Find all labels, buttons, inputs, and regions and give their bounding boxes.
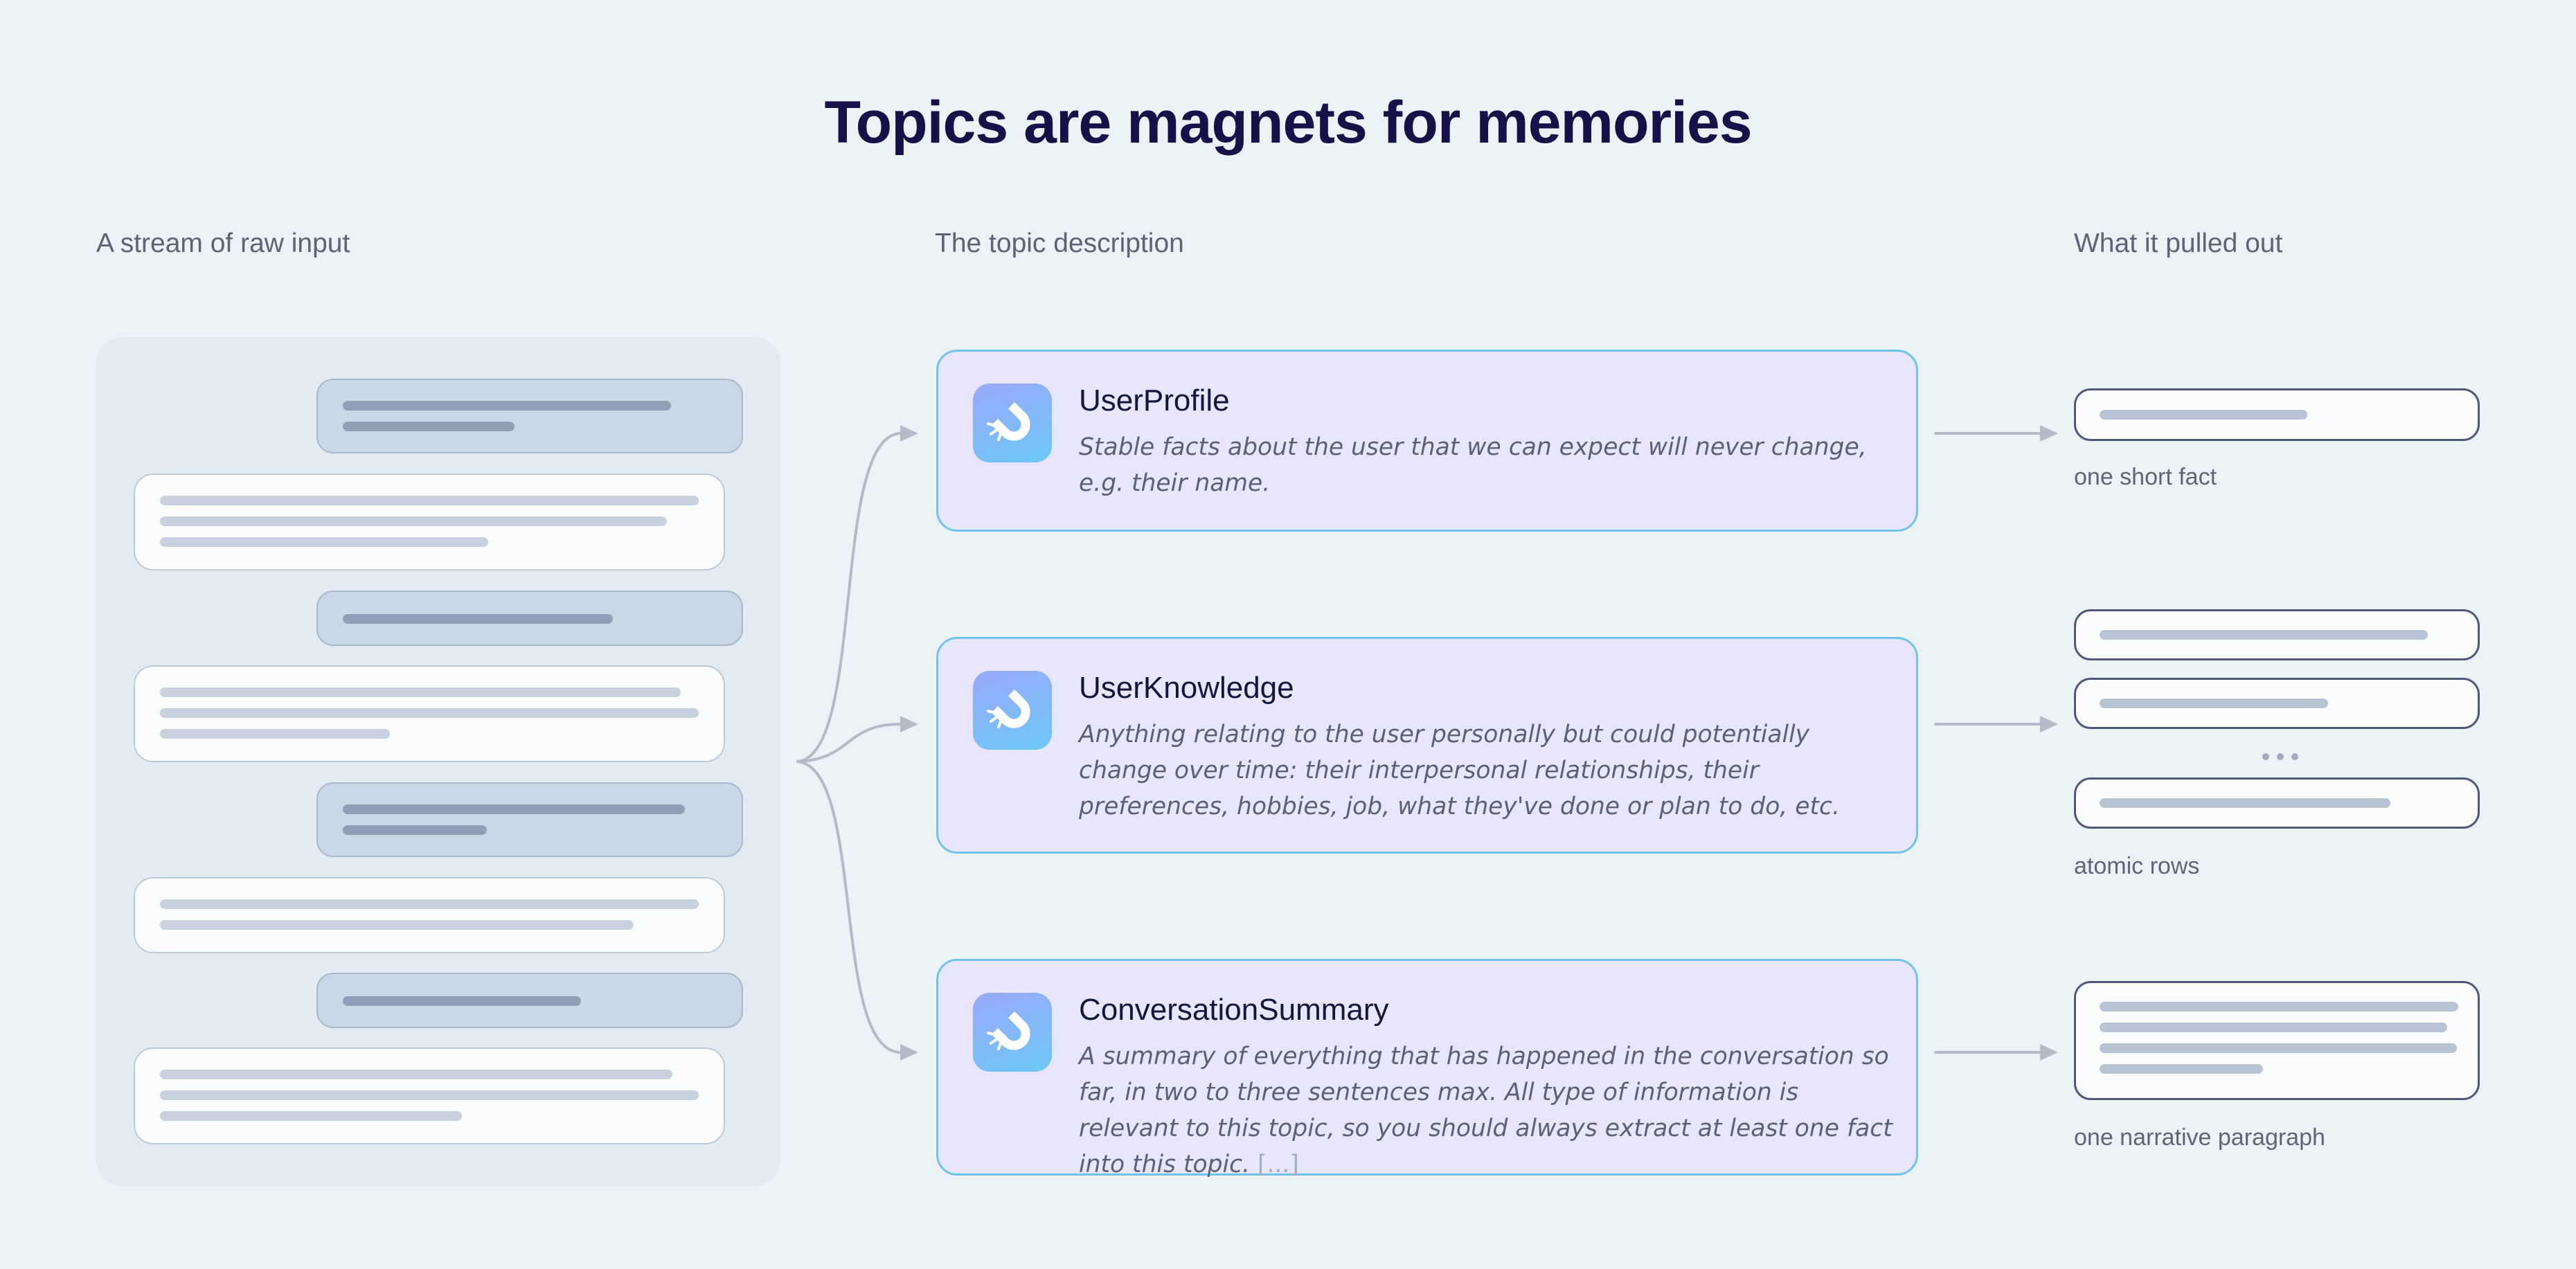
arrowhead-icon xyxy=(2040,1044,2058,1061)
output-column-heading: What it pulled out xyxy=(2074,228,2283,258)
truncation-marker: [...] xyxy=(1258,1151,1299,1178)
text-placeholder-line xyxy=(343,996,581,1006)
outgoing-message-bubble xyxy=(316,591,743,646)
text-placeholder-line xyxy=(160,729,390,739)
outgoing-message-bubble xyxy=(316,973,743,1028)
text-placeholder-line xyxy=(160,708,699,718)
topic-card-userknowledge: UserKnowledge Anything relating to the u… xyxy=(936,637,1918,854)
text-placeholder-line xyxy=(160,899,699,909)
text-placeholder-line xyxy=(2100,630,2428,640)
text-placeholder-line xyxy=(160,496,699,505)
incoming-message-bubble xyxy=(134,474,725,570)
text-placeholder-line xyxy=(160,687,681,697)
output-fact-box xyxy=(2074,388,2480,441)
output-row-box xyxy=(2074,678,2480,729)
topic-name: ConversationSummary xyxy=(1079,993,1389,1027)
text-placeholder-line xyxy=(343,804,685,814)
topic-card-conversationsummary: ConversationSummary A summary of everyth… xyxy=(936,959,1918,1178)
text-placeholder-line xyxy=(2100,1043,2457,1053)
arrowhead-icon xyxy=(900,425,918,442)
text-placeholder-line xyxy=(160,1090,699,1100)
raw-input-stream xyxy=(96,337,780,1186)
incoming-message-bubble xyxy=(134,877,725,953)
topic-description: Anything relating to the user personally… xyxy=(1079,721,1840,820)
branch-line-conversationsummary xyxy=(796,760,902,1054)
output-caption: one short fact xyxy=(2074,464,2217,490)
topic-description: A summary of everything that has happene… xyxy=(1079,1038,1896,1182)
output-row-box xyxy=(2074,609,2480,660)
text-placeholder-line xyxy=(2100,1064,2263,1074)
outgoing-message-bubble xyxy=(316,782,743,857)
text-placeholder-line xyxy=(160,920,634,930)
diagram-title: Topics are magnets for memories xyxy=(824,89,1752,156)
topic-card-userprofile: UserProfile Stable facts about the user … xyxy=(936,350,1918,532)
text-placeholder-line xyxy=(343,422,515,431)
topic-description: Stable facts about the user that we can … xyxy=(1079,433,1867,497)
outgoing-message-bubble xyxy=(316,379,743,453)
text-placeholder-line xyxy=(2100,798,2390,808)
text-placeholder-line xyxy=(160,537,488,547)
branch-line-userprofile xyxy=(796,432,902,763)
text-placeholder-line xyxy=(343,614,613,624)
text-placeholder-line xyxy=(160,1070,672,1079)
incoming-message-bubble xyxy=(134,1047,725,1144)
text-placeholder-line xyxy=(2100,699,2328,708)
arrowhead-icon xyxy=(900,716,918,732)
input-column-heading: A stream of raw input xyxy=(96,228,350,258)
topic-description-text: A summary of everything that has happene… xyxy=(1079,1043,1893,1178)
output-paragraph-box xyxy=(2074,981,2480,1100)
text-placeholder-line xyxy=(2100,1023,2447,1032)
arrowhead-icon xyxy=(2040,716,2058,732)
output-row-box xyxy=(2074,777,2480,829)
magnet-icon xyxy=(973,993,1052,1072)
output-caption: one narrative paragraph xyxy=(2074,1124,2325,1151)
text-placeholder-line xyxy=(160,1111,462,1121)
magnet-icon xyxy=(973,671,1052,750)
magnet-icon xyxy=(973,384,1052,462)
arrowhead-icon xyxy=(900,1044,918,1061)
text-placeholder-line xyxy=(2100,410,2307,420)
text-placeholder-line xyxy=(2100,1002,2458,1011)
more-rows-ellipsis-icon xyxy=(2262,753,2298,760)
topic-column-heading: The topic description xyxy=(935,228,1184,258)
topic-name: UserKnowledge xyxy=(1079,671,1294,705)
text-placeholder-line xyxy=(343,825,487,835)
arrowhead-icon xyxy=(2040,425,2058,442)
branch-line-userknowledge xyxy=(796,723,902,763)
incoming-message-bubble xyxy=(134,665,725,762)
text-placeholder-line xyxy=(343,401,671,411)
output-caption: atomic rows xyxy=(2074,853,2200,879)
text-placeholder-line xyxy=(160,516,667,526)
topic-name: UserProfile xyxy=(1079,384,1230,417)
